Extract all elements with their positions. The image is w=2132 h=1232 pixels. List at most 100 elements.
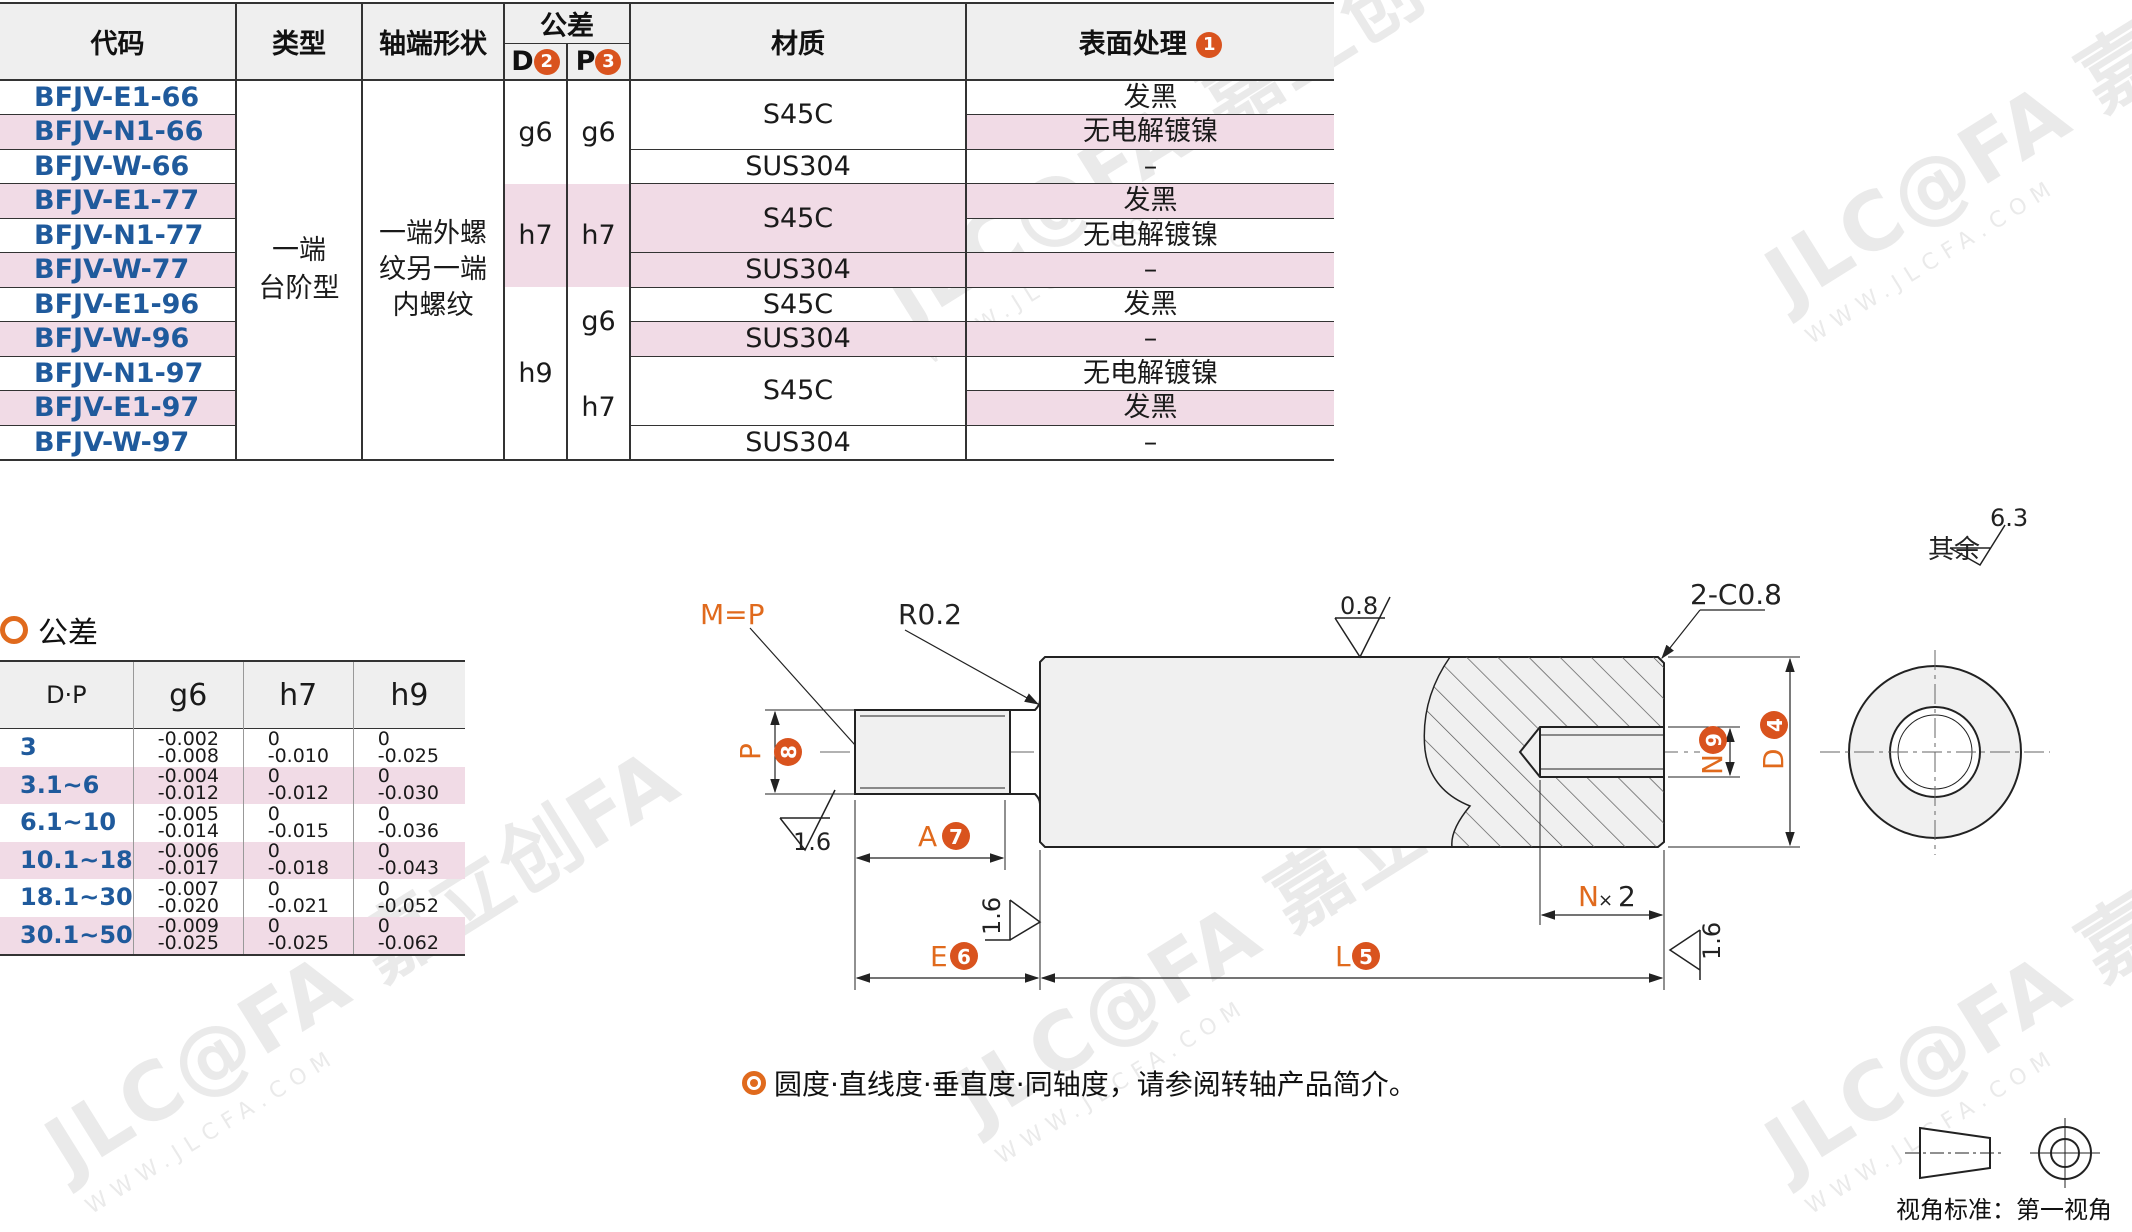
tolerance-title-label: 公差	[38, 616, 98, 651]
upper-deviation: 0	[377, 727, 390, 750]
tolerance-range: 3	[20, 733, 37, 762]
callout-1-badge: 1	[1196, 32, 1223, 59]
table-row-code: BFJV-W-97	[0, 425, 236, 461]
view-standard: 视角标准：第一视角	[1896, 1196, 2112, 1224]
upper-deviation: -0.005	[157, 802, 219, 825]
tolerance-value-h7: 0-0.010	[242, 728, 354, 767]
tol-p-cell: h7	[566, 356, 630, 461]
header-surface: 表面处理 1	[965, 2, 1334, 81]
tolerance-value-h7: 0-0.018	[242, 841, 354, 879]
tolerance-title: 公差	[0, 608, 98, 652]
callout-9-badge	[1699, 726, 1727, 754]
surface-cell: –	[965, 252, 1334, 288]
upper-deviation: -0.007	[157, 877, 219, 900]
tolerance-value-g6: -0.006-0.017	[132, 841, 244, 879]
material-cell: SUS304	[629, 321, 966, 357]
upper-deviation: -0.009	[157, 915, 219, 938]
tol-d-cell: h7	[503, 183, 567, 287]
threaded-end	[854, 709, 1011, 795]
surface-cell: –	[965, 321, 1334, 357]
upper-deviation: 0	[267, 802, 280, 825]
callout-5-badge	[1352, 942, 1380, 970]
shaft-line-3: 内螺纹	[392, 289, 474, 321]
table-row-code: BFJV-W-66	[0, 149, 236, 184]
table-row-code: BFJV-N1-66	[0, 114, 236, 150]
header-code: 代码	[0, 2, 236, 81]
lower-deviation: -0.062	[377, 932, 439, 955]
tolerance-value-g6: -0.002-0.008	[132, 728, 244, 767]
material-cell: SUS304	[629, 252, 966, 288]
header-tol-p-label: P	[575, 45, 596, 77]
material-cell: S45C	[629, 356, 966, 426]
table-row-code: BFJV-W-77	[0, 252, 236, 288]
table-row-code: BFJV-N1-97	[0, 356, 236, 391]
tol-header-h7: h7	[242, 661, 354, 729]
tolerance-value-h7: 0-0.021	[242, 877, 354, 917]
shaft-line-1: 一端外螺	[379, 217, 487, 249]
n-times-symbol: ×	[1598, 890, 1613, 911]
table-row-code: BFJV-E1-97	[0, 390, 236, 426]
n-times-label: N	[1578, 880, 1599, 913]
roughness-16-right: 1.6	[1698, 922, 1726, 960]
upper-deviation: 0	[267, 765, 280, 788]
material-cell: SUS304	[629, 149, 966, 184]
tolerance-value-h9: 0-0.062	[352, 916, 466, 956]
shaft-line-2: 纹另一端	[379, 253, 487, 285]
surface-cell: –	[965, 425, 1334, 461]
r02-label: R0.2	[898, 598, 962, 631]
header-shaft-end: 轴端形状	[361, 2, 504, 81]
tolerance-value-h9: 0-0.030	[352, 765, 466, 804]
header-tolerance: 公差	[503, 2, 630, 44]
surface-cell: 发黑	[965, 390, 1334, 426]
upper-deviation: 0	[267, 915, 280, 938]
tol-d-cell: h9	[503, 287, 567, 461]
lower-deviation: -0.052	[377, 894, 439, 917]
tolerance-value-h7: 0-0.015	[242, 802, 354, 842]
tol-header-g6: g6	[132, 661, 244, 729]
callout-7-badge	[942, 822, 970, 850]
lower-deviation: -0.025	[267, 932, 329, 955]
tol-p-cell: g6	[566, 287, 630, 356]
upper-deviation: 0	[267, 877, 280, 900]
n-dimension-label: N	[1696, 754, 1729, 775]
c08-label: 2-C0.8	[1690, 578, 1782, 611]
tol-header-dp: D·P	[0, 661, 134, 729]
header-type: 类型	[235, 2, 362, 81]
ring-icon	[0, 616, 28, 644]
table-row-code: BFJV-W-96	[0, 321, 236, 357]
surface-cell: 发黑	[965, 79, 1334, 115]
tolerance-value-g6: -0.005-0.014	[132, 802, 244, 842]
surface-cell: 无电解镀镍	[965, 114, 1334, 150]
lower-deviation: -0.012	[157, 782, 219, 805]
material-cell: S45C	[629, 79, 966, 150]
lower-deviation: -0.010	[267, 744, 329, 767]
tolerance-value-g6: -0.007-0.020	[132, 877, 244, 917]
n-times-count: 2	[1618, 880, 1636, 913]
table-row-code: BFJV-N1-77	[0, 218, 236, 253]
header-tol-d-label: D	[511, 45, 534, 77]
l-dimension-label: L	[1335, 940, 1351, 973]
tolerance-value-h9: 0-0.043	[352, 841, 466, 879]
upper-deviation: 0	[377, 765, 390, 788]
upper-deviation: 0	[377, 802, 390, 825]
roughness-16-label: 1.6	[793, 828, 831, 856]
roughness-08-label: 0.8	[1340, 592, 1378, 620]
table-row-code: BFJV-E1-96	[0, 287, 236, 322]
a-dimension-label: A	[918, 820, 937, 853]
callout-2-badge: 2	[533, 49, 560, 76]
tolerance-value-h7: 0-0.025	[242, 915, 354, 956]
e-dimension-label: E	[930, 940, 948, 973]
surface-cell: 发黑	[965, 287, 1334, 322]
tolerance-value-g6: -0.009-0.025	[132, 915, 244, 956]
d-dimension-label: D	[1757, 748, 1790, 770]
roughness-16-vertical: 1.6	[978, 897, 1006, 935]
roughness-63-label: 6.3	[1990, 504, 2028, 532]
tolerance-range: 18.1~30	[20, 883, 133, 912]
